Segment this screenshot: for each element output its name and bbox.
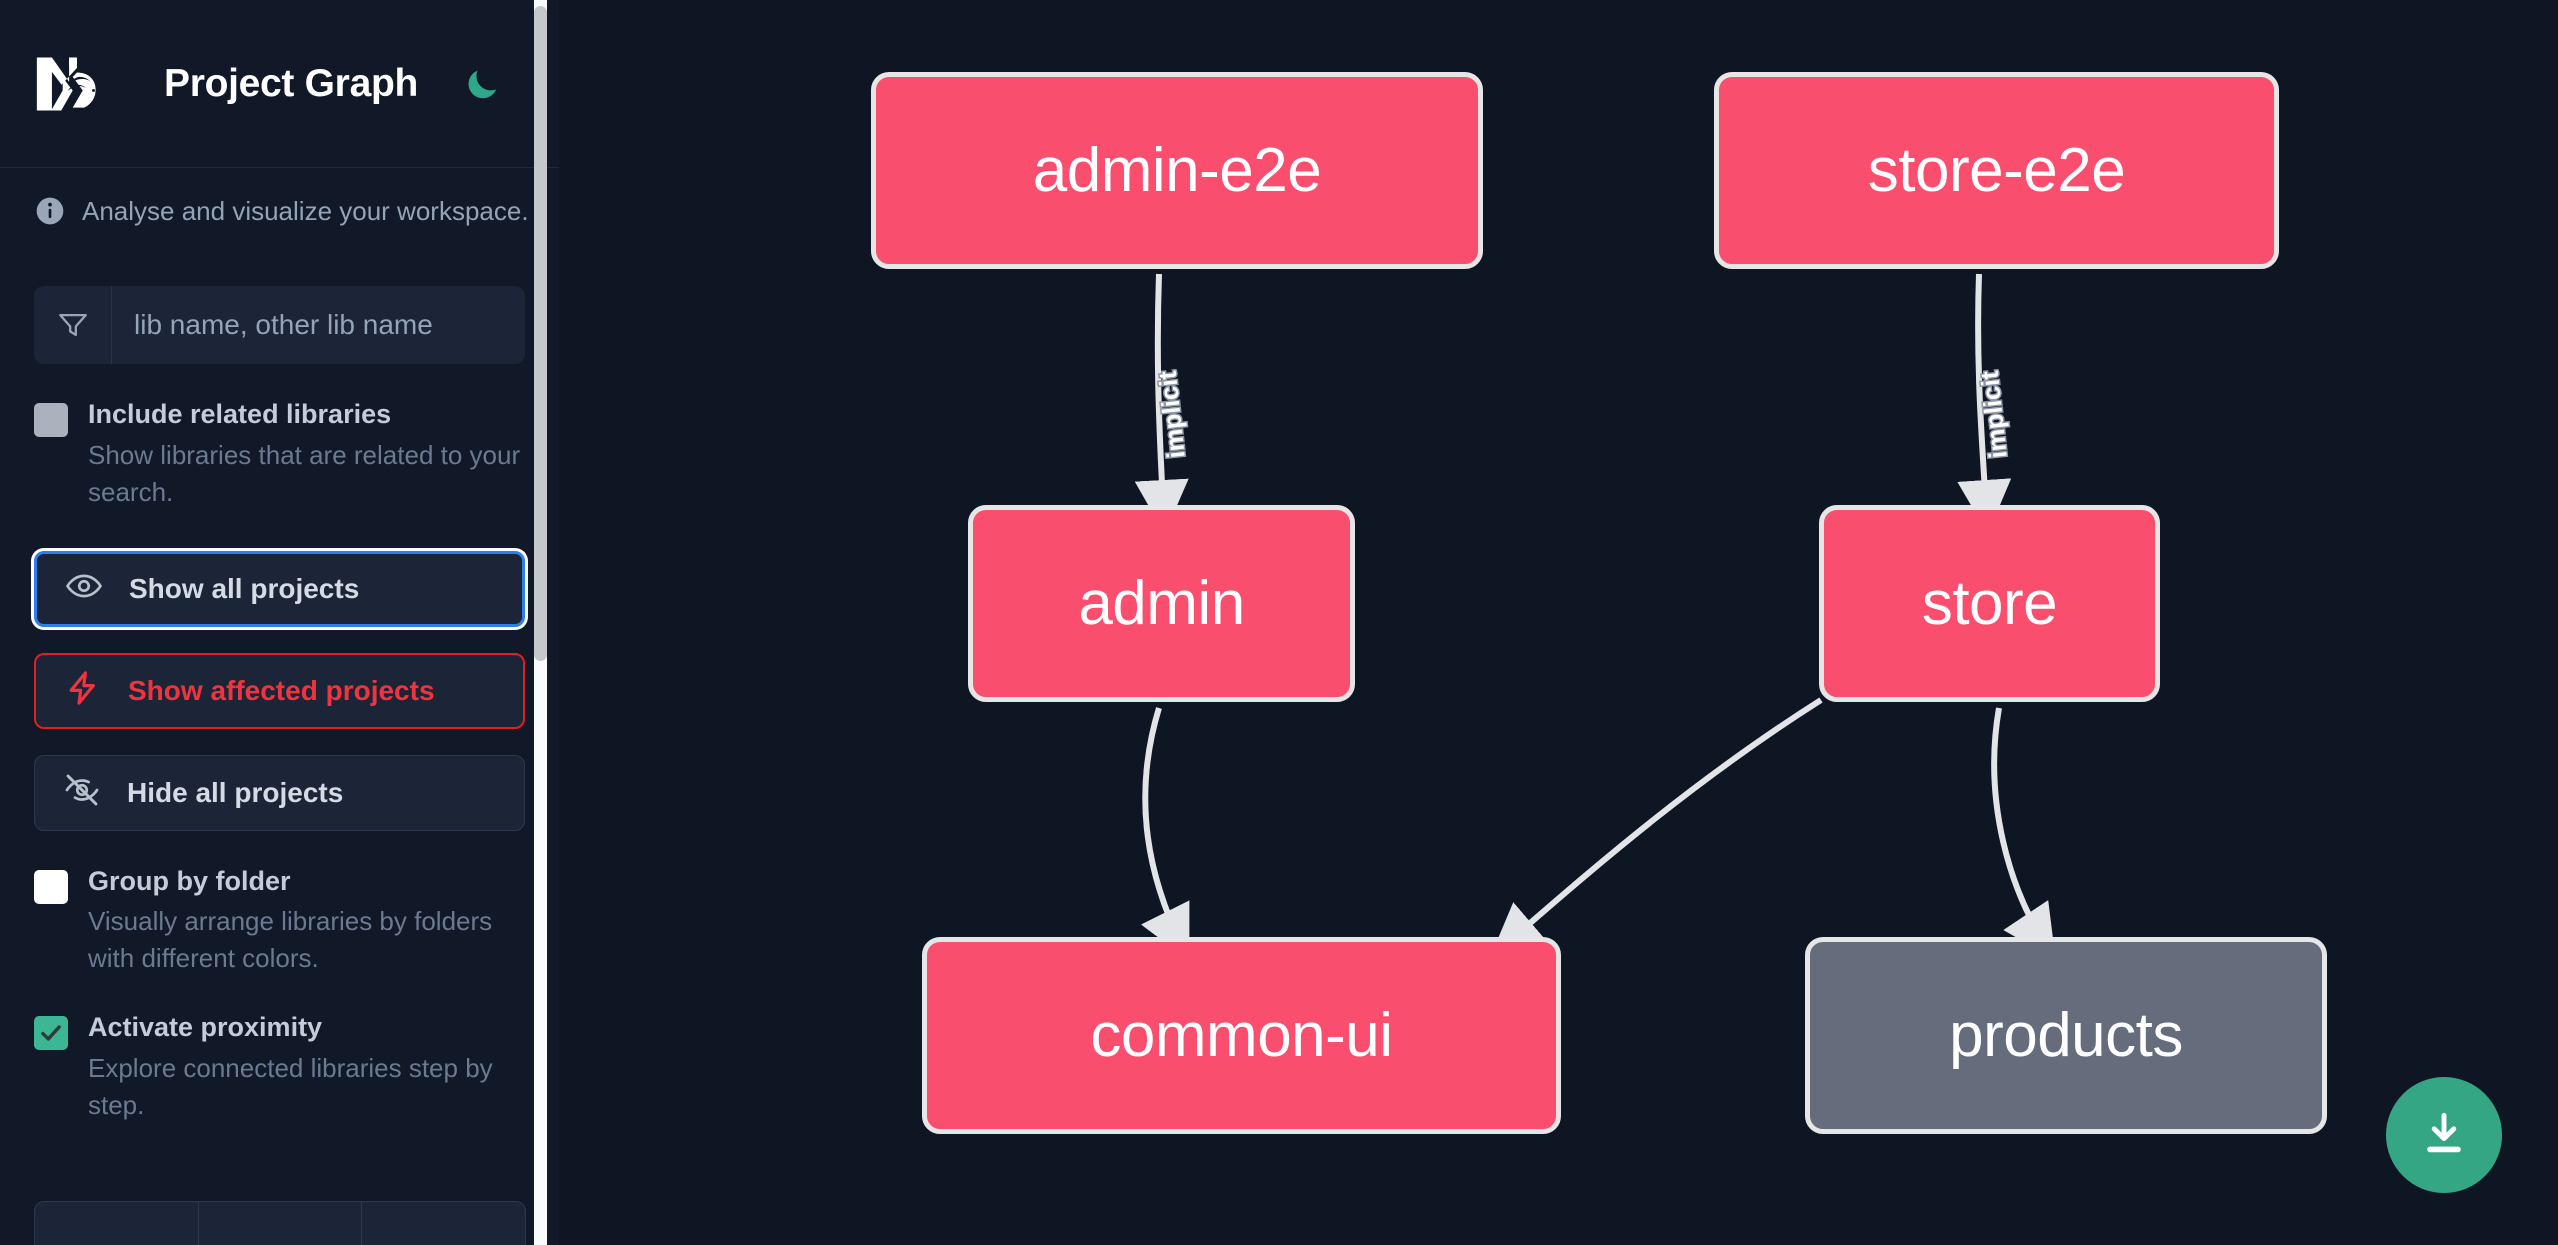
bottom-button-3[interactable]: [362, 1202, 525, 1245]
search-box[interactable]: [34, 286, 525, 364]
sidebar-header: Project Graph: [0, 0, 559, 168]
moon-icon[interactable]: [460, 62, 504, 106]
graph-node-products[interactable]: products: [1805, 937, 2327, 1134]
group-by-folder-label: Group by folder: [88, 865, 291, 896]
graph-node-common-ui[interactable]: common-ui: [922, 937, 1561, 1134]
edge-admin-common-ui: [1141, 707, 1190, 961]
lightning-bolt-icon: [64, 669, 102, 712]
include-related-libraries-checkbox[interactable]: [34, 403, 68, 437]
filter-icon: [34, 286, 112, 364]
graph-node-admin-e2e[interactable]: admin-e2e: [871, 72, 1483, 269]
hide-all-projects-button[interactable]: Hide all projects: [34, 754, 525, 831]
graph-node-admin[interactable]: admin: [968, 505, 1355, 702]
page-title: Project Graph: [164, 61, 418, 105]
eye-icon: [65, 567, 103, 610]
activate-proximity-description: Explore connected libraries step by step…: [88, 1052, 493, 1120]
include-related-libraries-label: Include related libraries: [88, 399, 392, 429]
download-graph-button[interactable]: [2386, 1077, 2502, 1193]
show-all-projects-label: Show all projects: [129, 572, 360, 604]
activate-proximity-label: Activate proximity: [88, 1012, 323, 1043]
edge-store-common-ui: [1489, 697, 1823, 958]
group-by-folder-checkbox[interactable]: [34, 869, 68, 904]
search-input[interactable]: [112, 286, 525, 364]
sidebar: Project Graph Analyse and visualize your…: [0, 0, 559, 1245]
analyse-info-row: Analyse and visualize your workspace.: [34, 168, 529, 254]
show-affected-projects-button[interactable]: Show affected projects: [34, 652, 525, 729]
checkbox-activate-proximity[interactable]: Activate proximity Explore connected lib…: [34, 1011, 525, 1124]
sidebar-scrollbar-thumb[interactable]: [534, 6, 547, 661]
bottom-button-1[interactable]: [35, 1202, 199, 1245]
projects-button-group: Show all projects Show affected projects: [34, 550, 525, 831]
edge-admin-e2e-admin: [1134, 273, 1189, 534]
checkbox-include-related-libraries[interactable]: Include related libraries Show libraries…: [34, 398, 525, 511]
graph-edges: [1134, 273, 2056, 961]
sidebar-body: Analyse and visualize your workspace. In…: [0, 168, 559, 1124]
bottom-button-2[interactable]: [199, 1202, 363, 1245]
graph-node-store[interactable]: store: [1819, 505, 2160, 702]
show-all-projects-button[interactable]: Show all projects: [34, 550, 525, 627]
activate-proximity-checkbox[interactable]: [34, 1016, 68, 1051]
graph-canvas[interactable]: implicit implicit admin-e2e store-e2e ad…: [559, 0, 2558, 1245]
hide-all-projects-label: Hide all projects: [127, 776, 344, 808]
nx-logo-icon: [34, 53, 120, 115]
eye-off-icon: [63, 771, 101, 814]
checkbox-group-by-folder[interactable]: Group by folder Visually arrange librari…: [34, 865, 525, 978]
graph-node-store-e2e[interactable]: store-e2e: [1714, 72, 2279, 269]
download-icon: [2416, 1106, 2472, 1165]
bottom-button-group[interactable]: [34, 1201, 526, 1245]
analyse-text: Analyse and visualize your workspace.: [82, 195, 529, 226]
show-affected-projects-label: Show affected projects: [128, 674, 435, 706]
info-icon: [34, 195, 66, 227]
edge-store-e2e-store: [1957, 273, 2012, 534]
sidebar-scrollbar[interactable]: [534, 0, 547, 1245]
edge-store-products: [1991, 707, 2056, 960]
include-related-libraries-description: Show libraries that are related to your …: [88, 439, 521, 507]
group-by-folder-description: Visually arrange libraries by folders wi…: [88, 906, 493, 974]
